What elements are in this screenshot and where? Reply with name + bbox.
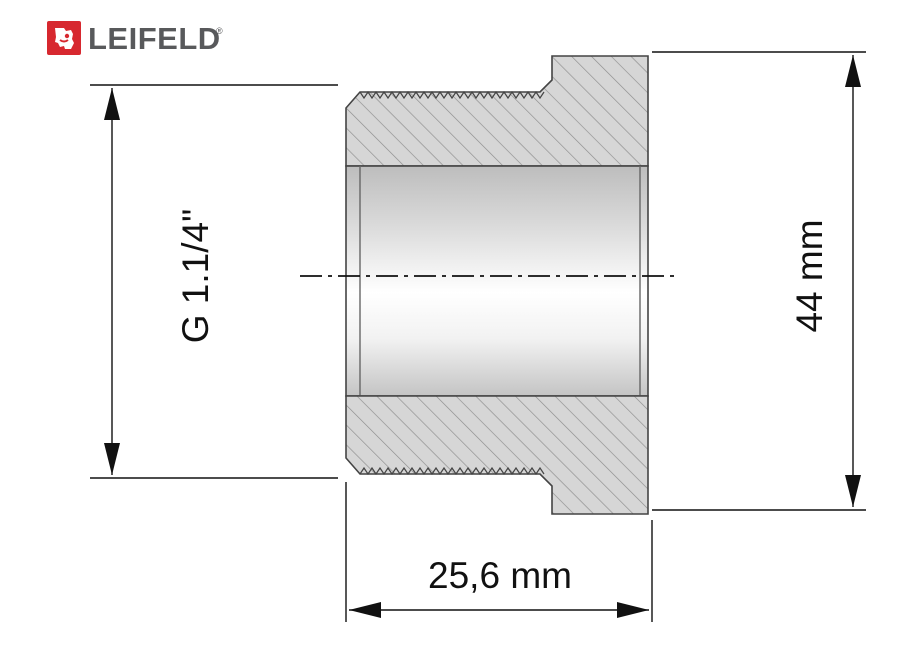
- lower-wall-section: [345, 395, 649, 515]
- registered-mark: ®: [216, 25, 223, 36]
- upper-thread-teeth: [359, 90, 545, 100]
- length-label: 25,6 mm: [428, 555, 572, 596]
- brand-name: LEIFELD: [88, 20, 221, 56]
- thread-size-label: G 1.1/4": [175, 209, 216, 344]
- bore: [345, 165, 649, 397]
- height-label: 44 mm: [789, 219, 830, 332]
- upper-wall-section: [345, 55, 649, 167]
- lower-thread-teeth: [359, 466, 545, 476]
- thread-arrow-bottom: [104, 443, 120, 475]
- height-arrow-top: [845, 55, 861, 87]
- brand-logo: LEIFELD ®: [46, 18, 223, 58]
- height-arrow-bottom: [845, 475, 861, 507]
- length-arrow-left: [349, 602, 381, 618]
- thread-arrow-top: [104, 88, 120, 120]
- length-arrow-right: [617, 602, 649, 618]
- leifeld-lion-icon: [47, 21, 81, 55]
